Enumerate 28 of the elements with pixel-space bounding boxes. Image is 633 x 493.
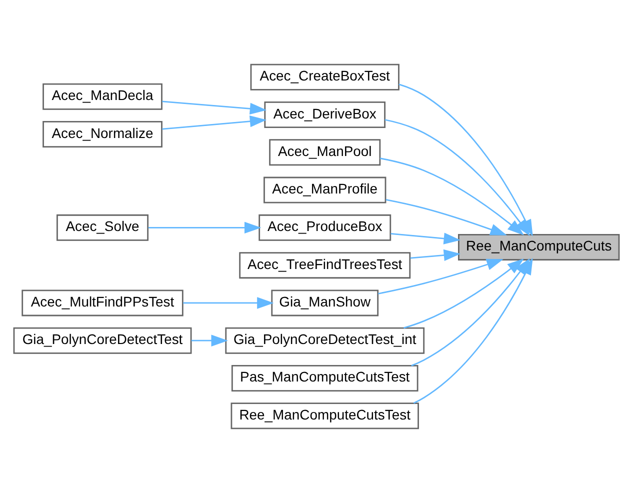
node-box: Pas_ManComputeCutsTest [231, 365, 418, 392]
node-box: Acec_ProduceBox [258, 214, 392, 241]
node-box: Gia_PolynCoreDetectTest [13, 327, 192, 354]
arrow [191, 334, 228, 346]
node-box: Acec_ManPool [269, 139, 381, 166]
node-box: Acec_DeriveBox [264, 102, 386, 128]
arrow [183, 297, 274, 309]
arrow [380, 158, 524, 236]
node-box: Ree_ManComputeCuts [458, 234, 620, 260]
arrow [162, 115, 267, 130]
arrow [162, 100, 267, 115]
node-box: Gia_PolynCoreDetectTest_int [225, 327, 425, 354]
node-box: Acec_TreeFindTreesTest [239, 252, 411, 279]
arrow [386, 199, 508, 236]
node-box: Acec_CreateBoxTest [250, 64, 400, 90]
arrow [410, 249, 461, 262]
arrow [148, 222, 262, 234]
node-box: Acec_ManDecla [42, 83, 162, 110]
node-box: Acec_ManProfile [264, 176, 386, 204]
node-box: Acec_Normalize [42, 121, 162, 148]
node-box: Acec_MultFindPPsTest [22, 290, 184, 316]
arrow [390, 232, 461, 244]
arrow [378, 258, 504, 294]
arrow [384, 119, 530, 236]
node-box: Gia_ManShow [271, 290, 379, 316]
node-box: Acec_Solve [56, 214, 149, 241]
arrow [404, 258, 524, 329]
node-box: Ree_ManComputeCutsTest [230, 402, 419, 430]
